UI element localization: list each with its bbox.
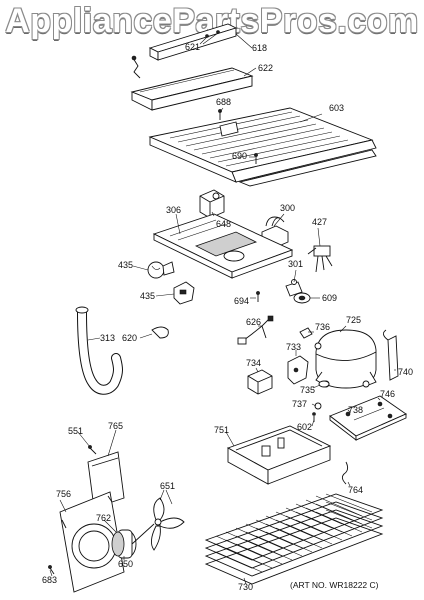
callout-694: 694 xyxy=(234,296,250,306)
callout-301: 301 xyxy=(288,259,304,269)
part-730-condenser[interactable] xyxy=(204,493,384,585)
part-734-cover[interactable] xyxy=(247,369,273,395)
part-622-cover[interactable] xyxy=(130,67,254,111)
callout-651: 651 xyxy=(160,481,176,491)
part-725-compressor[interactable] xyxy=(314,329,377,389)
part-737-clip[interactable] xyxy=(314,402,322,410)
callout-690: 690 xyxy=(232,151,248,161)
callout-602: 602 xyxy=(297,422,313,432)
part-621-screw[interactable] xyxy=(131,55,141,79)
part-735-grommet[interactable] xyxy=(318,380,330,388)
callout-621: 621 xyxy=(185,42,201,52)
callout-736: 736 xyxy=(315,322,331,332)
callout-725: 725 xyxy=(346,315,362,325)
callout-756: 756 xyxy=(56,489,72,499)
part-435-socket[interactable] xyxy=(173,281,195,305)
callout-734: 734 xyxy=(246,358,262,368)
part-427-capacitor[interactable] xyxy=(307,245,333,273)
callout-735: 735 xyxy=(300,385,316,395)
callout-738: 738 xyxy=(348,405,364,415)
callout-688: 688 xyxy=(216,97,232,107)
callout-618: 618 xyxy=(252,43,268,53)
callout-427: 427 xyxy=(312,217,328,227)
part-609-grommet[interactable] xyxy=(293,292,311,304)
part-435-bulb[interactable] xyxy=(147,261,175,279)
part-746-base-plate[interactable] xyxy=(329,395,407,441)
callout-300: 300 xyxy=(280,203,296,213)
callout-762: 762 xyxy=(96,513,112,523)
callout-626: 626 xyxy=(246,317,262,327)
callout-746: 746 xyxy=(380,389,396,399)
part-648-control[interactable] xyxy=(199,189,225,219)
part-683-screw[interactable] xyxy=(48,565,55,575)
callout-683: 683 xyxy=(42,575,58,585)
part-651-fan-blade[interactable] xyxy=(131,497,185,551)
part-306-housing[interactable] xyxy=(152,213,294,279)
callout-313: 313 xyxy=(100,333,116,343)
callout-622: 622 xyxy=(258,63,274,73)
callout-603: 603 xyxy=(329,103,345,113)
leader-lines xyxy=(49,32,396,585)
callout-620: 620 xyxy=(122,333,138,343)
part-602-screw[interactable] xyxy=(312,412,316,423)
callout-737: 737 xyxy=(292,399,308,409)
callout-648: 648 xyxy=(216,219,232,229)
part-751-drain-pan[interactable] xyxy=(226,425,332,485)
part-694-screw[interactable] xyxy=(256,291,260,302)
part-764-clip[interactable] xyxy=(341,461,349,485)
part-690-screw[interactable] xyxy=(254,153,258,164)
part-551-screw[interactable] xyxy=(88,445,97,455)
callout-740: 740 xyxy=(398,367,414,377)
part-688-screw[interactable] xyxy=(218,109,222,120)
callout-751: 751 xyxy=(214,425,230,435)
callout-730: 730 xyxy=(238,582,254,592)
part-650-fan-motor[interactable] xyxy=(111,529,137,559)
callout-765: 765 xyxy=(108,421,124,431)
art-number: (ART NO. WR18222 C) xyxy=(290,580,379,590)
part-618-bracket[interactable] xyxy=(148,23,238,61)
callout-609: 609 xyxy=(322,293,338,303)
callout-764: 764 xyxy=(348,485,364,495)
part-626-harness[interactable] xyxy=(237,315,274,345)
part-740-bracket[interactable] xyxy=(383,329,399,381)
callout-733: 733 xyxy=(286,342,302,352)
part-620-clip[interactable] xyxy=(151,326,169,339)
callout-551: 551 xyxy=(68,426,84,436)
callout-650: 650 xyxy=(118,559,134,569)
part-313-drain-tube[interactable] xyxy=(75,306,123,395)
callout-306: 306 xyxy=(166,205,182,215)
part-603-shelf[interactable] xyxy=(148,107,377,187)
part-733-relay[interactable] xyxy=(287,355,309,385)
part-736-clip[interactable] xyxy=(299,327,313,339)
part-756-fan-shroud[interactable] xyxy=(59,491,125,593)
callout-435-bulb: 435 xyxy=(118,260,134,270)
callout-435-socket: 435 xyxy=(140,291,156,301)
